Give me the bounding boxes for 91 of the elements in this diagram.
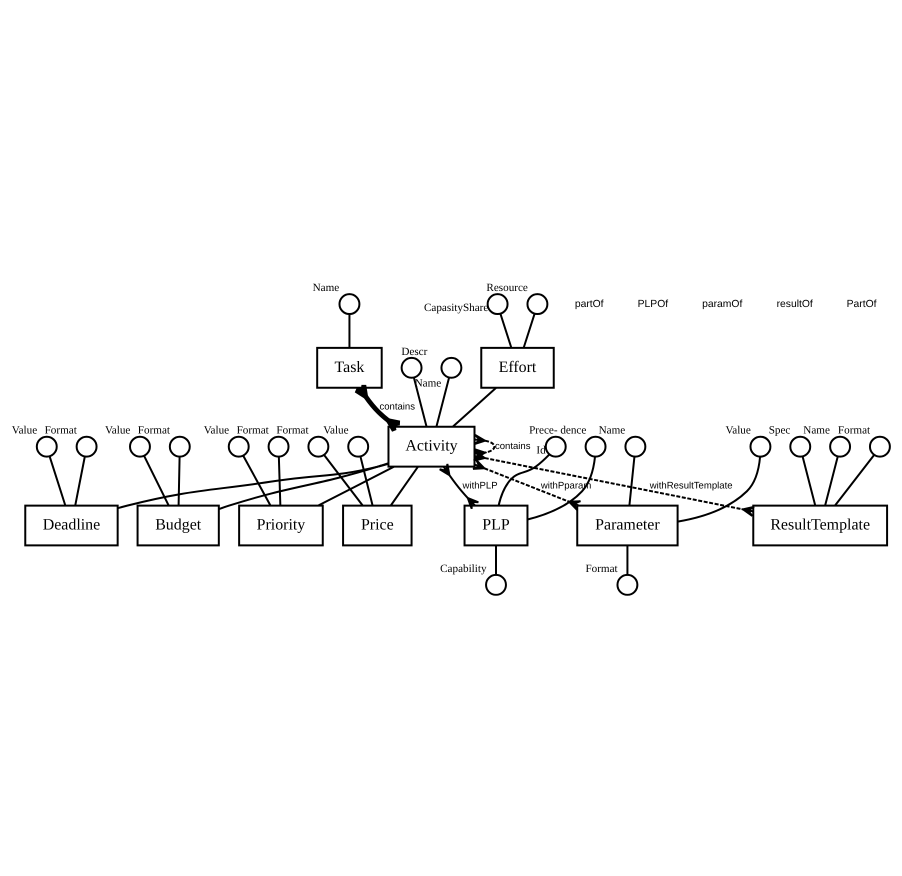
- node-circle: [584, 435, 607, 458]
- label: paramOf: [702, 298, 742, 310]
- node-circle: [347, 435, 370, 458]
- connector: [74, 456, 86, 506]
- node-circle: [486, 292, 509, 315]
- connector: [435, 377, 450, 426]
- node-circle: [526, 292, 548, 315]
- node-circle: [616, 573, 638, 596]
- label: partOf: [574, 298, 604, 310]
- edge-label: withResultTemplate: [650, 480, 733, 492]
- edge-label: contains: [379, 401, 416, 412]
- node-label: Value: [725, 424, 751, 436]
- node-circle: [829, 435, 852, 458]
- node-label: Format: [276, 424, 309, 436]
- connector: [522, 312, 536, 348]
- label: PartOf: [846, 298, 877, 310]
- connector: [628, 456, 636, 506]
- connector: [498, 453, 550, 506]
- connector: [678, 456, 762, 522]
- connector: [218, 462, 389, 510]
- label: PLPOf: [638, 298, 668, 310]
- node-label: Descr: [401, 345, 428, 358]
- node-circle: [129, 435, 151, 458]
- node-label: Format: [585, 562, 618, 574]
- node-box: PLP: [464, 504, 528, 546]
- connector: [48, 456, 66, 506]
- node-label: Name: [803, 424, 830, 436]
- connector: [348, 314, 350, 348]
- node-circle: [76, 435, 98, 458]
- connector: [626, 545, 628, 574]
- node-label: Resource: [486, 282, 528, 294]
- connector: [824, 456, 839, 506]
- connector: [390, 466, 419, 506]
- connector: [242, 454, 272, 506]
- node-circle: [400, 356, 423, 378]
- connector: [500, 312, 512, 348]
- node-label: Name: [312, 282, 340, 294]
- node-circle: [544, 435, 567, 458]
- node-label: Prece- dence: [529, 424, 586, 436]
- node-label: Id: [536, 444, 546, 456]
- connector: [143, 455, 170, 506]
- edge-label: withPLP: [462, 480, 498, 492]
- node-box: Budget: [136, 504, 220, 546]
- node-label: Capability: [440, 562, 487, 574]
- connector: [118, 462, 389, 509]
- connector: [278, 456, 282, 506]
- node-box: Priority: [238, 504, 324, 546]
- node-circle: [307, 435, 330, 458]
- edge-label: contains: [494, 440, 531, 452]
- node-circle: [440, 356, 462, 378]
- node-circle: [228, 435, 250, 458]
- connector: [452, 386, 497, 427]
- node-circle: [624, 435, 646, 458]
- node-circle: [268, 435, 290, 458]
- connector: [834, 454, 875, 506]
- node-label: Value: [204, 424, 230, 436]
- connector: [472, 450, 756, 516]
- node-circle: [868, 435, 891, 458]
- label: resultOf: [776, 298, 813, 310]
- node-circle: [750, 435, 772, 458]
- node-circle: [36, 435, 58, 458]
- connector: [318, 465, 394, 506]
- node-label: Value: [104, 424, 130, 436]
- node-circle: [168, 435, 191, 458]
- node-box: Activity: [387, 425, 476, 468]
- node-box: ResultTemplate: [752, 504, 888, 546]
- connector: [323, 454, 364, 506]
- node-circle: [789, 435, 812, 458]
- node-label: Name: [598, 424, 626, 436]
- connector: [360, 456, 374, 506]
- node-label: Value: [323, 424, 349, 436]
- node-label: CapasityShare: [424, 302, 488, 314]
- node-box: Price: [342, 504, 413, 546]
- connector: [178, 456, 181, 506]
- node-circle: [338, 292, 360, 315]
- connector: [412, 377, 428, 426]
- node-label: Format: [838, 424, 870, 436]
- node-label: Format: [138, 424, 170, 436]
- node-box: Task: [316, 346, 383, 388]
- connector: [527, 456, 596, 520]
- node-label: Format: [236, 424, 269, 436]
- node-box: Effort: [480, 346, 555, 388]
- node-label: Spec: [768, 424, 790, 436]
- node-box: Deadline: [24, 504, 119, 546]
- connector: [802, 456, 816, 506]
- connector: [495, 545, 497, 574]
- node-label: Value: [12, 424, 38, 436]
- node-label: Format: [44, 424, 77, 436]
- node-circle: [485, 573, 507, 596]
- connector: [438, 462, 480, 510]
- node-box: Parameter: [576, 504, 679, 546]
